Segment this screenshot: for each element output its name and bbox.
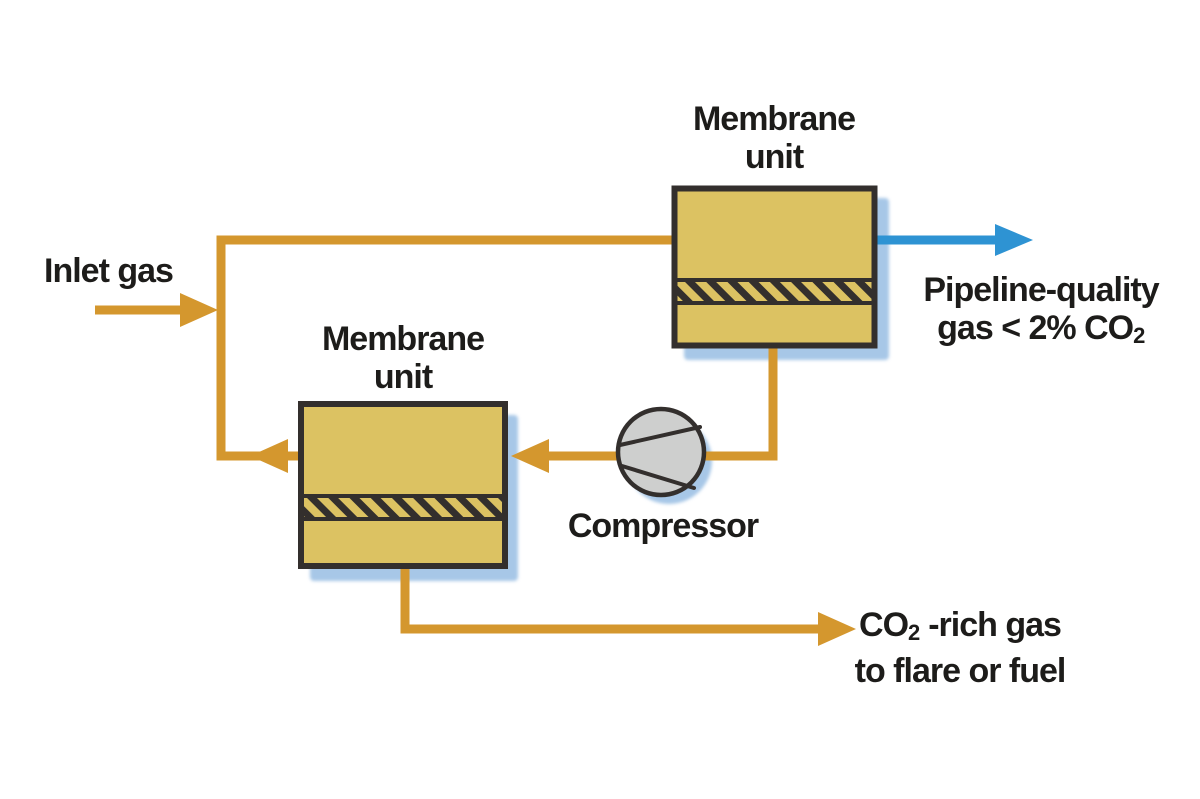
membrane-unit-bottom-membrane — [304, 498, 502, 517]
membrane-unit-bottom-label-line1: Membrane — [321, 320, 485, 358]
pipeline-quality-label-line1: Pipeline-quality — [923, 271, 1159, 309]
co2-rich-label-line1: CO2 -rich gas — [859, 606, 1062, 645]
inlet-gas-label: Inlet gas — [44, 252, 174, 290]
recycle-arrowhead — [250, 439, 288, 473]
membrane-unit-bottom-label-line2: unit — [373, 358, 433, 396]
membrane-unit-top-label-line2: unit — [744, 138, 804, 176]
compressor-blade-lower — [620, 464, 696, 490]
membrane-unit-top-label-line1: Membrane — [692, 100, 856, 138]
co2-rich-label-line2: to flare or fuel — [854, 652, 1067, 690]
compressor-blade-upper — [618, 425, 702, 447]
membrane-unit-top — [671, 185, 878, 349]
membrane-unit-bottom-label: Membrane unit — [303, 320, 503, 396]
membrane-unit-top-label: Membrane unit — [674, 100, 874, 176]
compressor-feed-arrowhead — [511, 439, 549, 473]
membrane-unit-top-box — [671, 185, 878, 349]
compressor-symbol — [615, 406, 707, 498]
pipeline-gas-arrowhead — [995, 224, 1033, 256]
membrane-unit-bottom — [298, 401, 508, 569]
pipeline-quality-label-line2: gas < 2% CO2 — [937, 309, 1145, 348]
compressor-body — [615, 406, 707, 498]
membrane-unit-top-membrane — [677, 282, 872, 301]
pipeline-quality-label: Pipeline-quality gas < 2% CO2 — [911, 271, 1171, 355]
inlet-gas-arrowhead — [180, 293, 218, 327]
co2-rich-label: CO2 -rich gas to flare or fuel — [841, 606, 1079, 690]
co2-outlet-arrowhead — [818, 612, 856, 646]
co2-outlet-pipe — [400, 560, 820, 634]
membrane-unit-bottom-box — [298, 401, 508, 569]
compressor-label: Compressor — [567, 507, 759, 545]
